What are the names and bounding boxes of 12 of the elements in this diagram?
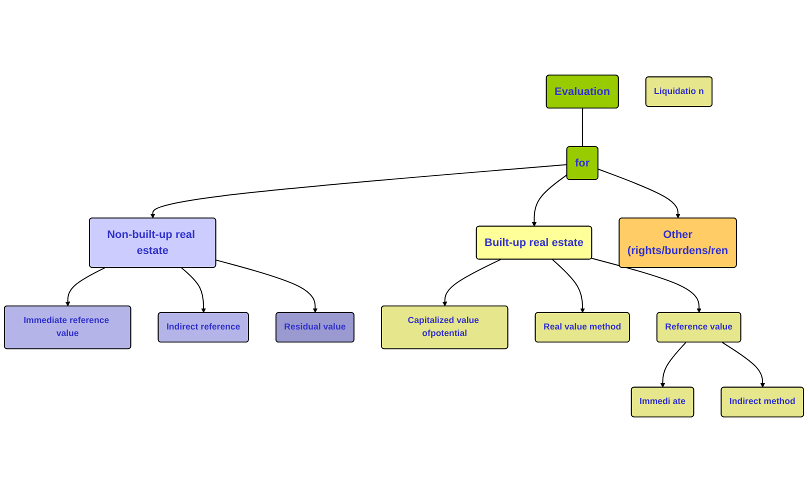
arrow — [660, 342, 686, 388]
arrow — [150, 164, 568, 218]
arrow — [591, 258, 702, 313]
arrow — [442, 258, 502, 306]
connector — [582, 108, 584, 148]
arrow — [216, 260, 318, 313]
arrow — [722, 342, 766, 388]
arrow — [552, 258, 585, 313]
arrow — [65, 267, 106, 306]
arrow — [180, 267, 206, 313]
arrow — [598, 168, 680, 218]
arrow — [532, 174, 568, 227]
